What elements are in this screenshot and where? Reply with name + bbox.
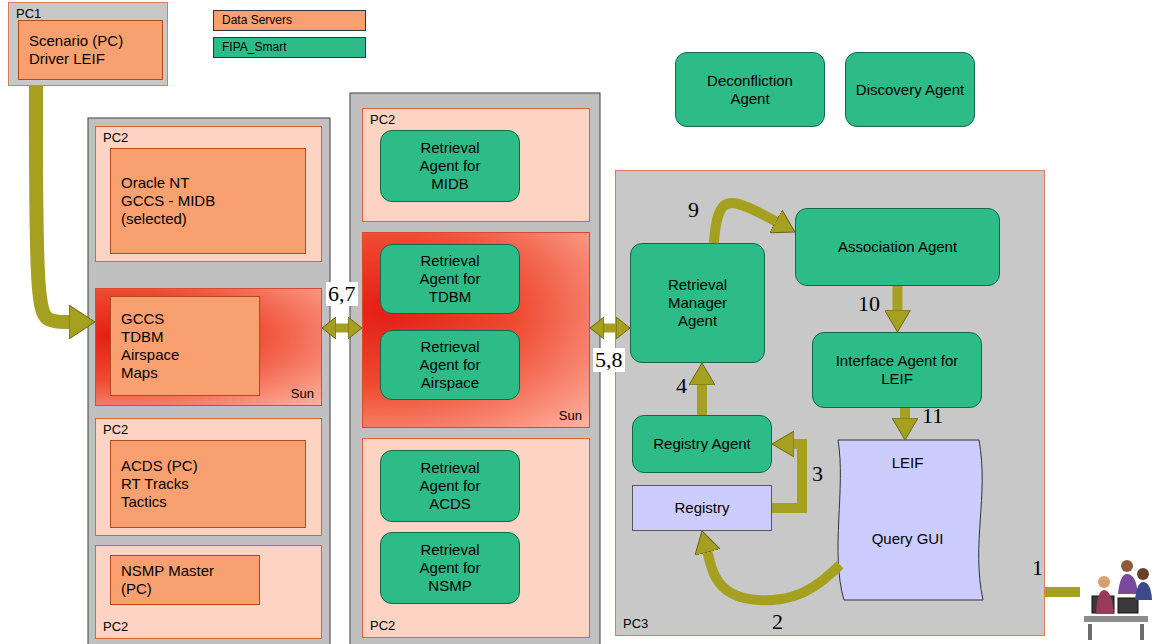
agent-box: Association Agent xyxy=(795,208,1000,286)
flow-arrow xyxy=(772,444,802,508)
desk xyxy=(1084,616,1148,622)
host-label: PC2 xyxy=(103,130,128,146)
person-head xyxy=(1121,560,1133,572)
person-body xyxy=(1118,574,1138,594)
host-label: PC2 xyxy=(370,112,395,128)
flow-arrow xyxy=(707,552,840,600)
agent-box: Retrieval Agent for TDBM xyxy=(380,244,520,314)
host-label: Sun xyxy=(291,386,314,402)
person-body xyxy=(1135,582,1152,600)
legend-swatch: Data Servers xyxy=(213,10,366,31)
desk-leg xyxy=(1140,624,1144,640)
flow-arrow xyxy=(900,408,910,418)
legend-label: Data Servers xyxy=(222,13,292,27)
data-server-box: Oracle NT GCCS - MIDB (selected) xyxy=(110,148,306,254)
agent-box: Interface Agent for LEIF xyxy=(812,332,982,408)
host-label: PC3 xyxy=(623,616,648,632)
flow-arrow xyxy=(336,324,348,333)
box-label: Retrieval Agent for NSMP xyxy=(403,541,498,595)
host-label: PC2 xyxy=(103,422,128,438)
box-label: Discovery Agent xyxy=(856,81,964,99)
sun-host-box: Sun Retrieval Agent for TDBM Retrieval Age… xyxy=(362,232,590,428)
agent-box: Retrieval Agent for ACDS xyxy=(380,450,520,522)
agent-box: Retrieval Agent for MIDB xyxy=(380,130,520,202)
box-label: ACDS (PC) RT Tracks Tactics xyxy=(121,457,211,511)
legend-label: FIPA_Smart xyxy=(222,40,286,54)
host-box: PC2 Retrieval Agent for ACDS Retrieval Age… xyxy=(362,438,590,638)
box-label: Query GUI xyxy=(872,530,944,548)
step-number: 6,7 xyxy=(326,282,358,306)
agent-box: Deconfliction Agent xyxy=(675,52,825,127)
step-number: 3 xyxy=(810,462,825,486)
box-label: Retrieval Agent for Airspace xyxy=(403,338,498,392)
monitor xyxy=(1118,598,1138,613)
agent-box: Discovery Agent xyxy=(845,52,975,127)
host-label: PC2 xyxy=(370,618,395,634)
step-number: 1 xyxy=(1030,556,1045,580)
box-label: Scenario (PC) Driver LEIF xyxy=(29,32,129,68)
person-head xyxy=(1098,576,1110,588)
step-number: 5,8 xyxy=(593,348,625,372)
host-label: PC2 xyxy=(103,619,128,635)
host-label: Sun xyxy=(559,408,582,424)
box-label: Association Agent xyxy=(838,238,957,256)
agent-box: Retrieval Agent for NSMP xyxy=(380,532,520,604)
step-number: 11 xyxy=(920,404,945,428)
legend-swatch: FIPA_Smart xyxy=(213,37,366,58)
box-label: Registry Agent xyxy=(653,435,751,453)
data-server-box: GCCS TDBM Airspace Maps xyxy=(110,296,260,396)
flow-arrow xyxy=(697,385,707,415)
host-box: PC2ACDS (PC) RT Tracks Tactics xyxy=(95,418,322,536)
box-label: Registry xyxy=(674,499,729,517)
host-box: PC3 Retrieval Manager Agent Association Ag… xyxy=(615,170,1045,636)
data-server-box: Scenario (PC) Driver LEIF xyxy=(18,20,163,80)
agent-box: Registry Agent xyxy=(632,415,772,473)
step-number: 10 xyxy=(856,292,882,316)
flow-arrow xyxy=(36,86,69,322)
host-box: PC2Retrieval Agent for MIDB xyxy=(362,108,590,222)
server-column xyxy=(88,118,330,644)
query-gui-shape: LEIF Query GUI xyxy=(830,440,985,600)
box-label: NSMP Master (PC) xyxy=(121,562,221,598)
flow-arrow xyxy=(714,203,776,243)
desk-leg xyxy=(1088,624,1092,640)
box-label: Retrieval Agent for ACDS xyxy=(403,459,498,513)
agent-box: Retrieval Agent for Airspace xyxy=(380,330,520,400)
gui-outline-path xyxy=(838,440,983,600)
box-label: Deconfliction Agent xyxy=(690,72,810,108)
box-label: Retrieval Agent for MIDB xyxy=(403,139,498,193)
data-server-box: ACDS (PC) RT Tracks Tactics xyxy=(110,440,306,528)
agent-column xyxy=(350,93,600,644)
agent-box: Retrieval Manager Agent xyxy=(630,243,765,363)
box-label: LEIF xyxy=(892,454,924,472)
step-number: 4 xyxy=(674,374,689,398)
user-icon xyxy=(1084,560,1152,640)
host-box: PC1Scenario (PC) Driver LEIF xyxy=(8,2,168,86)
host-label: PC1 xyxy=(16,6,41,22)
flow-arrow xyxy=(604,324,616,333)
host-box: PC2Oracle NT GCCS - MIDB (selected) xyxy=(95,126,322,262)
person-body xyxy=(1096,590,1114,614)
box-label: Oracle NT GCCS - MIDB (selected) xyxy=(121,174,226,228)
step-number: 9 xyxy=(686,198,701,222)
step-number: 2 xyxy=(770,610,785,634)
box-label: Interface Agent for LEIF xyxy=(827,352,967,388)
box-label: GCCS TDBM Airspace Maps xyxy=(121,310,201,382)
person-head xyxy=(1137,568,1149,580)
flow-arrow xyxy=(893,286,903,310)
host-box: PC2 NSMP Master (PC) xyxy=(95,545,322,639)
data-server-box: NSMP Master (PC) xyxy=(110,555,260,605)
box-label: Retrieval Manager Agent xyxy=(650,276,745,330)
sun-host-box: Sun GCCS TDBM Airspace Maps xyxy=(95,288,322,406)
registry-box: Registry xyxy=(632,485,772,531)
box-label: Retrieval Agent for TDBM xyxy=(403,252,498,306)
